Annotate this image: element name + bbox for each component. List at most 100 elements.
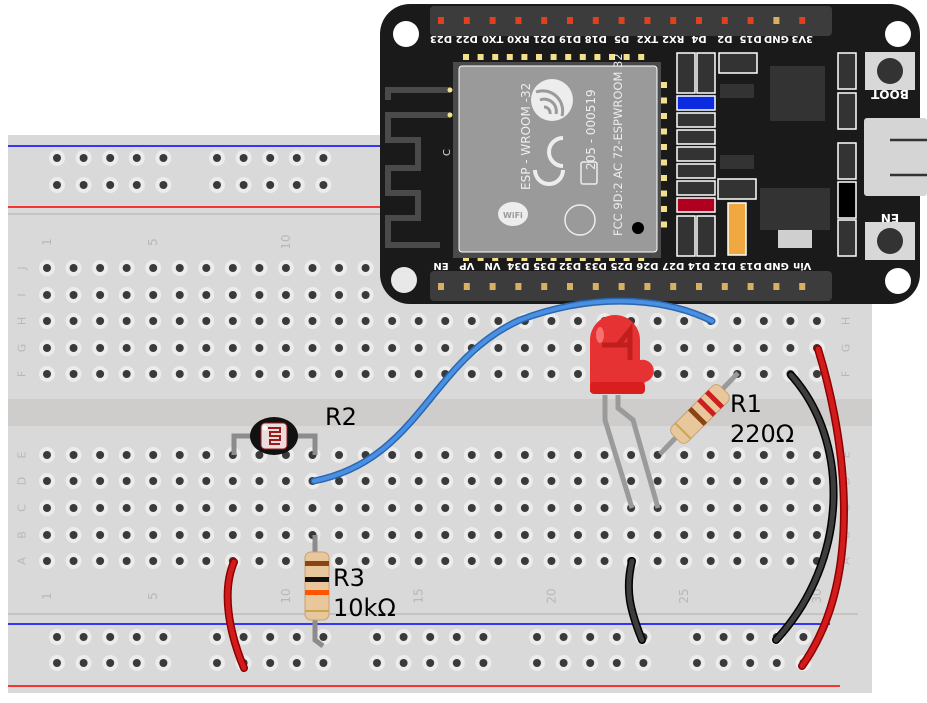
- hole-J6[interactable]: [175, 264, 184, 272]
- hole-A4[interactable]: [122, 557, 131, 565]
- bottom-rail-plus-hole[interactable]: [533, 659, 541, 667]
- hole-H28[interactable]: [759, 317, 768, 325]
- hole-I13[interactable]: [361, 291, 370, 299]
- hole-C27[interactable]: [733, 504, 742, 512]
- pin-d19[interactable]: [567, 17, 573, 24]
- hole-D26[interactable]: [706, 477, 715, 485]
- bottom-rail-minus-hole[interactable]: [693, 633, 701, 641]
- hole-C19[interactable]: [520, 504, 529, 512]
- hole-D2[interactable]: [69, 477, 78, 485]
- bottom-rail-minus-hole[interactable]: [559, 633, 568, 641]
- hole-D15[interactable]: [414, 477, 423, 485]
- hole-I6[interactable]: [175, 291, 184, 299]
- hole-D22[interactable]: [600, 477, 609, 485]
- hole-I8[interactable]: [228, 291, 237, 299]
- hole-D20[interactable]: [547, 477, 556, 485]
- hole-J9[interactable]: [255, 264, 264, 272]
- hole-C4[interactable]: [122, 504, 131, 512]
- hole-A5[interactable]: [149, 557, 158, 565]
- hole-I2[interactable]: [69, 291, 78, 299]
- pin-d13[interactable]: [747, 283, 754, 290]
- hole-D7[interactable]: [202, 477, 211, 485]
- bottom-rail-minus-hole[interactable]: [319, 633, 328, 641]
- hole-E15[interactable]: [414, 451, 423, 459]
- hole-B7[interactable]: [202, 531, 211, 539]
- bottom-rail-plus-hole[interactable]: [79, 659, 88, 667]
- bottom-rail-plus-hole[interactable]: [266, 659, 275, 667]
- hole-C21[interactable]: [574, 504, 582, 512]
- hole-C26[interactable]: [706, 504, 715, 512]
- hole-I11[interactable]: [308, 291, 317, 299]
- hole-H20[interactable]: [547, 317, 556, 325]
- hole-E1[interactable]: [43, 451, 51, 459]
- hole-D16[interactable]: [441, 477, 450, 485]
- photoresistor-r2[interactable]: [231, 417, 318, 455]
- hole-G10[interactable]: [281, 344, 290, 352]
- hole-G2[interactable]: [69, 344, 78, 352]
- hole-I4[interactable]: [122, 291, 131, 299]
- hole-D5[interactable]: [149, 477, 158, 485]
- pin-d21[interactable]: [541, 17, 548, 24]
- hole-H10[interactable]: [281, 317, 290, 325]
- bottom-rail-minus-hole[interactable]: [799, 633, 808, 641]
- hole-H18[interactable]: [494, 317, 503, 325]
- hole-E26[interactable]: [706, 451, 715, 459]
- hole-H1[interactable]: [43, 317, 51, 325]
- hole-A16[interactable]: [441, 557, 450, 565]
- hole-I10[interactable]: [281, 291, 290, 299]
- hole-C2[interactable]: [69, 504, 78, 512]
- hole-F7[interactable]: [202, 370, 211, 378]
- hole-E7[interactable]: [202, 451, 211, 459]
- hole-D27[interactable]: [733, 477, 742, 485]
- top-rail-minus-hole[interactable]: [106, 154, 115, 162]
- hole-G29[interactable]: [786, 344, 795, 352]
- hole-H4[interactable]: [122, 317, 131, 325]
- hole-F14[interactable]: [388, 370, 397, 378]
- hole-A26[interactable]: [706, 557, 715, 565]
- pin-gnd[interactable]: [773, 17, 780, 24]
- hole-A24[interactable]: [653, 557, 662, 565]
- top-rail-minus-hole[interactable]: [292, 154, 301, 162]
- hole-I1[interactable]: [43, 291, 51, 299]
- hole-H5[interactable]: [149, 317, 158, 325]
- hole-D13[interactable]: [361, 477, 370, 485]
- hole-B22[interactable]: [600, 531, 609, 539]
- hole-D29[interactable]: [786, 477, 795, 485]
- hole-B12[interactable]: [335, 531, 344, 539]
- hole-C18[interactable]: [494, 504, 503, 512]
- hole-A28[interactable]: [759, 557, 768, 565]
- hole-H14[interactable]: [388, 317, 397, 325]
- top-rail-minus-hole[interactable]: [266, 154, 275, 162]
- pin-d23[interactable]: [438, 17, 444, 24]
- pin-rx0[interactable]: [515, 17, 522, 24]
- pin-rx2[interactable]: [670, 17, 677, 24]
- bottom-rail-plus-hole[interactable]: [53, 659, 61, 667]
- hole-G16[interactable]: [441, 344, 450, 352]
- hole-D9[interactable]: [255, 477, 264, 485]
- pin-d26[interactable]: [644, 283, 651, 290]
- hole-I5[interactable]: [149, 291, 158, 299]
- bottom-rail-plus-hole[interactable]: [746, 659, 755, 667]
- hole-E17[interactable]: [467, 451, 476, 459]
- hole-B28[interactable]: [759, 531, 768, 539]
- hole-C28[interactable]: [759, 504, 768, 512]
- hole-J3[interactable]: [96, 264, 105, 272]
- hole-F19[interactable]: [520, 370, 529, 378]
- hole-D6[interactable]: [175, 477, 184, 485]
- hole-A20[interactable]: [547, 557, 556, 565]
- bottom-rail-plus-hole[interactable]: [612, 659, 621, 667]
- bottom-rail-plus-hole[interactable]: [292, 659, 301, 667]
- hole-F17[interactable]: [467, 370, 476, 378]
- hole-H12[interactable]: [335, 317, 344, 325]
- hole-F25[interactable]: [680, 370, 689, 378]
- hole-F20[interactable]: [547, 370, 556, 378]
- top-rail-plus-hole[interactable]: [319, 181, 328, 189]
- hole-J7[interactable]: [202, 264, 211, 272]
- hole-D28[interactable]: [759, 477, 768, 485]
- hole-C25[interactable]: [680, 504, 689, 512]
- hole-B8[interactable]: [228, 531, 237, 539]
- resistor-r3[interactable]: [304, 535, 330, 648]
- top-rail-plus-hole[interactable]: [266, 181, 275, 189]
- hole-G14[interactable]: [388, 344, 397, 352]
- hole-D23[interactable]: [627, 477, 636, 485]
